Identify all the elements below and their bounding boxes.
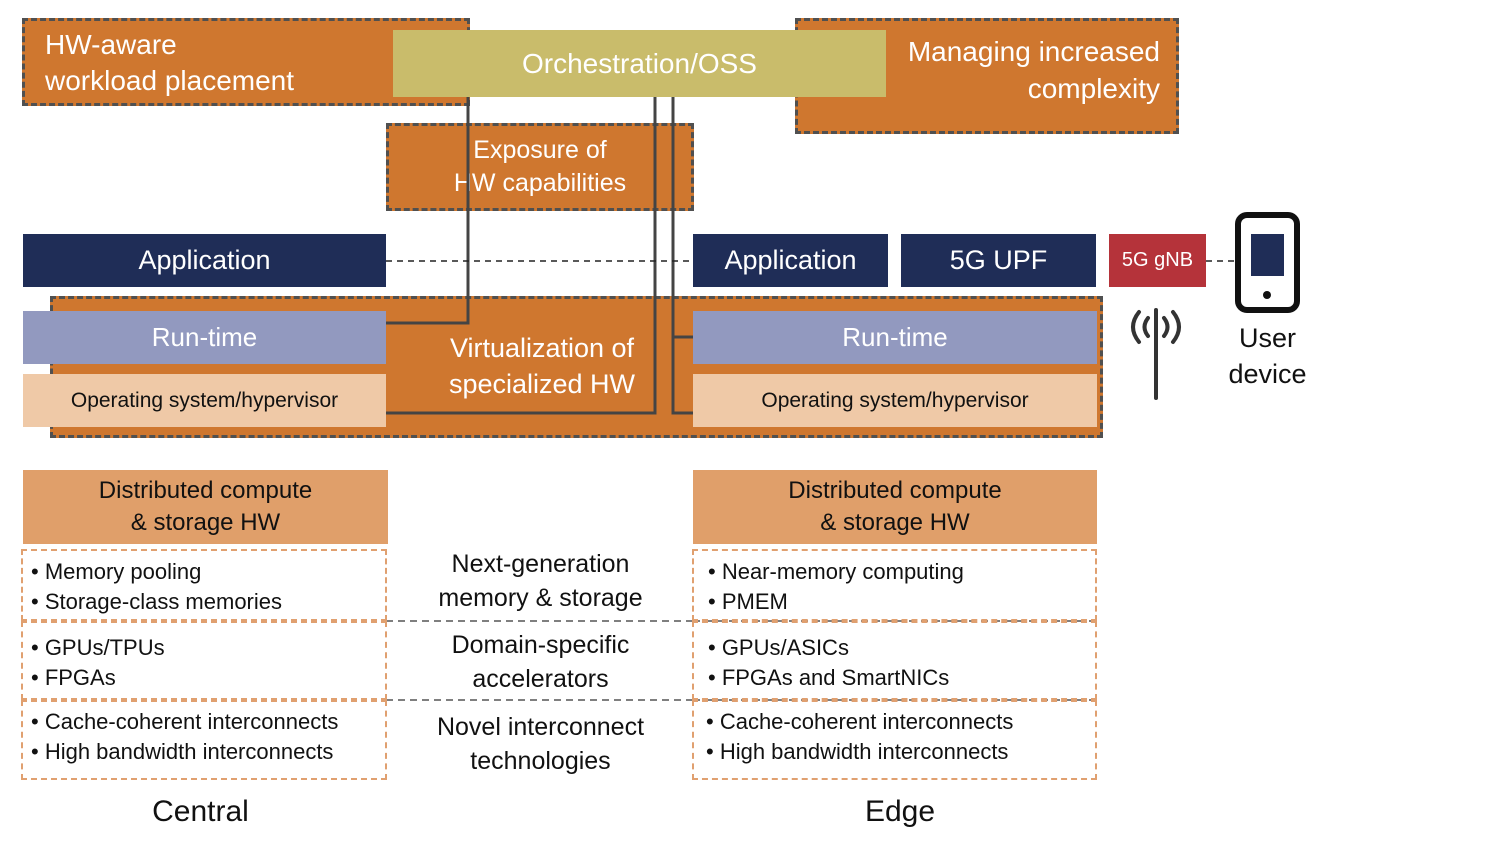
hw-aware-line1: HW-aware: [45, 29, 177, 60]
middle-interconnect-label: Novel interconnect technologies: [436, 713, 645, 775]
exposure-line2: HW capabilities: [453, 169, 627, 197]
central-runtime-box: Run-time: [23, 311, 386, 364]
upf-label: 5G UPF: [949, 245, 1048, 275]
central-dc-hw-box: Distributed compute & storage HW: [23, 470, 388, 544]
antenna-icon: [1131, 308, 1181, 400]
list-item: • Near-memory computing: [708, 559, 964, 584]
edge-interconnect-box: • Cache-coherent interconnects • High ba…: [692, 700, 1097, 780]
gnb-box: 5G gNB: [1109, 234, 1206, 287]
central-application-label: Application: [138, 245, 271, 275]
central-os-box: Operating system/hypervisor: [23, 374, 386, 427]
list-item: • GPUs/TPUs: [31, 635, 165, 660]
list-item: • PMEM: [708, 589, 788, 614]
list-item: • Memory pooling: [31, 559, 202, 584]
edge-memory-box: • Near-memory computing • PMEM: [692, 549, 1097, 621]
central-runtime-label: Run-time: [151, 322, 258, 352]
edge-runtime-label: Run-time: [842, 322, 948, 352]
edge-label: Edge: [864, 795, 936, 828]
exposure-line1: Exposure of: [473, 136, 607, 164]
user-device-label: User device: [1228, 323, 1307, 389]
middle-accel-label: Domain-specific accelerators: [451, 631, 630, 693]
central-accel-box: • GPUs/TPUs • FPGAs: [21, 621, 387, 700]
upf-box: 5G UPF: [901, 234, 1096, 287]
list-item: • FPGAs: [31, 665, 116, 690]
hw-aware-line2: workload placement: [45, 65, 295, 96]
list-item: • GPUs/ASICs: [708, 635, 849, 660]
central-interconnect-box: • Cache-coherent interconnects • High ba…: [21, 700, 387, 780]
edge-os-box: Operating system/hypervisor: [693, 374, 1097, 427]
edge-application-label: Application: [724, 245, 857, 275]
edge-runtime-box: Run-time: [693, 311, 1097, 364]
list-item: • High bandwidth interconnects: [31, 739, 334, 764]
managing-line2: complexity: [1027, 73, 1160, 104]
list-item: • Cache-coherent interconnects: [31, 709, 339, 734]
edge-os-label: Operating system/hypervisor: [761, 388, 1029, 412]
central-os-label: Operating system/hypervisor: [70, 388, 339, 412]
phone-icon: [1235, 212, 1300, 313]
central-label: Central: [152, 795, 249, 828]
virtualization-label: Virtualization of specialized HW: [448, 333, 636, 399]
gnb-label: 5G gNB: [1121, 249, 1194, 271]
list-item: • Cache-coherent interconnects: [706, 709, 1014, 734]
managing-complexity-box: Managing increased complexity: [795, 18, 1179, 134]
edge-application-box: Application: [693, 234, 888, 287]
managing-line1: Managing increased: [907, 36, 1160, 67]
central-application-box: Application: [23, 234, 386, 287]
edge-dc-hw-box: Distributed compute & storage HW: [693, 470, 1097, 544]
orchestration-label: Orchestration/OSS: [522, 47, 757, 79]
central-memory-box: • Memory pooling • Storage-class memorie…: [21, 549, 387, 621]
exposure-hw-box: Exposure of HW capabilities: [386, 123, 694, 211]
list-item: • Storage-class memories: [31, 589, 283, 614]
orchestration-oss-box: Orchestration/OSS: [393, 30, 886, 97]
list-item: • FPGAs and SmartNICs: [708, 665, 950, 690]
list-item: • High bandwidth interconnects: [706, 739, 1009, 764]
edge-accel-box: • GPUs/ASICs • FPGAs and SmartNICs: [692, 621, 1097, 700]
middle-memory-label: Next-generation memory & storage: [438, 550, 643, 612]
